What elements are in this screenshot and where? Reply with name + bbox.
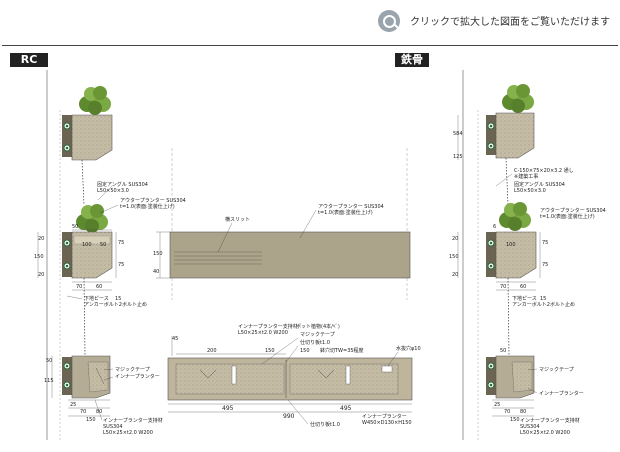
steel-magic-tape-label: マジックテープ [539,367,574,373]
steel-section: C-150×75×20×3.2 通し ※建築工事 固定アングル SUS304 L… [449,70,606,440]
svg-text:150: 150 [449,254,459,260]
svg-text:60: 60 [96,284,102,290]
svg-text:150: 150 [300,348,310,354]
svg-text:15: 15 [115,296,121,302]
svg-text:L50×25×t2.0 W200: L50×25×t2.0 W200 [238,330,288,336]
svg-text:20: 20 [38,272,44,278]
rc-inner-planter-label: インナープランター [115,373,160,380]
partition2-label: 仕切り板t1.0 [310,421,340,428]
plant-illustration-1 [79,86,111,115]
section-tag-steel: 鉄骨 [395,53,429,67]
svg-text:150: 150 [265,348,275,354]
rc-inner-support-label: インナープランター支持材 [103,417,163,424]
svg-text:※建築工事: ※建築工事 [514,173,538,180]
svg-text:20: 20 [452,272,458,278]
steel-anchor-label: アンカーボルト2ボルト止め [512,301,575,308]
rc-rest-piece-label: 下地ピース [84,295,109,302]
center-inner-planter-label: インナープランター [362,413,407,420]
drain-label: 鉢穴切TW=35程度 [320,347,364,354]
header-bar: クリックで拡大した図面をご覧いただけます [0,0,620,40]
svg-text:100: 100 [506,242,516,248]
slit-label: 横スリット [225,216,250,223]
svg-text:50: 50 [100,242,106,248]
center-inner-support-label: インナープランター支持材 [238,323,298,330]
svg-text:75: 75 [118,262,124,268]
plant-illustration-2 [76,204,108,233]
water-hole-label: 水抜穴φ10 [396,345,421,352]
svg-text:50: 50 [72,224,78,230]
svg-text:990: 990 [283,413,295,420]
svg-text:115: 115 [44,378,54,384]
svg-text:t=1.0(表面:塗装仕上げ): t=1.0(表面:塗装仕上げ) [120,203,175,210]
svg-text:70: 70 [504,409,510,415]
svg-text:60: 60 [520,284,526,290]
rc-anchor-label: アンカーボルト2ボルト止め [84,301,147,308]
steel-channel-label: C-150×75×20×3.2 通し [514,167,574,174]
svg-text:75: 75 [542,262,548,268]
svg-text:L50×50×3.0: L50×50×3.0 [514,188,546,194]
svg-text:50: 50 [46,358,52,364]
svg-text:L50×50×3.0: L50×50×3.0 [97,188,129,194]
outer-planter-1 [71,114,113,161]
svg-text:150: 150 [34,254,44,260]
section-tag-rc: RC [10,53,48,67]
svg-text:L50×25×t2.0 W200: L50×25×t2.0 W200 [103,430,153,436]
svg-text:SUS304: SUS304 [103,424,123,430]
pot-note-label: ポット植物(4本/ﾍﾞ) [296,323,340,330]
steel-inner-planter-label: インナープランター [539,390,584,397]
svg-text:W450×D130×H150: W450×D130×H150 [362,420,412,426]
svg-text:80: 80 [96,409,102,415]
svg-text:25: 25 [494,402,500,408]
steel-plant-illustration-2 [499,202,531,231]
svg-text:70: 70 [80,409,86,415]
svg-text:100: 100 [82,242,92,248]
steel-rest-piece-label: 下地ピース [512,295,537,302]
svg-text:495: 495 [340,405,352,412]
svg-text:15: 15 [540,296,546,302]
svg-text:6: 6 [493,224,496,230]
svg-text:25: 25 [70,402,76,408]
steel-angle-label: 固定アングル SUS304 [514,181,565,188]
svg-text:SUS304: SUS304 [520,424,540,430]
center-magic-tape-label: マジックテープ [300,332,335,338]
svg-text:75: 75 [542,240,548,246]
svg-text:495: 495 [222,405,234,412]
center-drawings: 横スリット アウタープランター SUS304 t=1.0(表面:塗装仕上げ) 1… [153,148,421,428]
center-outer-planter-label: アウタープランター SUS304 [318,203,384,210]
svg-text:20: 20 [38,236,44,242]
svg-text:t=1.0(表面:塗装仕上げ): t=1.0(表面:塗装仕上げ) [540,213,595,220]
svg-text:40: 40 [153,269,159,275]
rc-outer-planter-label: アウタープランター SUS304 [120,197,186,204]
svg-text:L50×25×t2.0 W200: L50×25×t2.0 W200 [520,430,570,436]
rc-magic-tape-label: マジックテープ [115,367,150,373]
svg-text:75: 75 [118,240,124,246]
svg-text:584: 584 [453,131,463,137]
svg-text:70: 70 [500,284,506,290]
svg-text:50: 50 [500,348,506,354]
steel-outer-planter-label: アウタープランター SUS304 [540,207,606,214]
svg-text:20: 20 [452,236,458,242]
rc-section: 固定アングル SUS304 L50×50×3.0 アウタープランター SUS30… [34,70,186,440]
svg-text:t=1.0(表面:塗装仕上げ): t=1.0(表面:塗装仕上げ) [318,209,373,216]
svg-text:200: 200 [207,348,217,354]
bracket [62,115,72,157]
elevation-planter [169,231,411,279]
rc-angle-label: 固定アングル SUS304 [97,181,148,188]
svg-text:125: 125 [453,154,463,160]
partition-label: 仕切り板t1.0 [300,339,330,346]
svg-text:80: 80 [520,409,526,415]
steel-plant-illustration-1 [502,84,534,113]
svg-text:45: 45 [172,336,178,342]
svg-text:70: 70 [76,284,82,290]
svg-text:150: 150 [86,417,96,423]
svg-text:150: 150 [153,251,163,257]
magnifier-plus-icon[interactable] [378,10,400,32]
zoom-hint-link[interactable]: クリックで拡大した図面をご覧いただけます [410,17,610,28]
svg-text:150: 150 [510,417,520,423]
steel-inner-support-label: インナープランター支持材 [520,417,580,424]
drawing-frame [2,45,618,451]
